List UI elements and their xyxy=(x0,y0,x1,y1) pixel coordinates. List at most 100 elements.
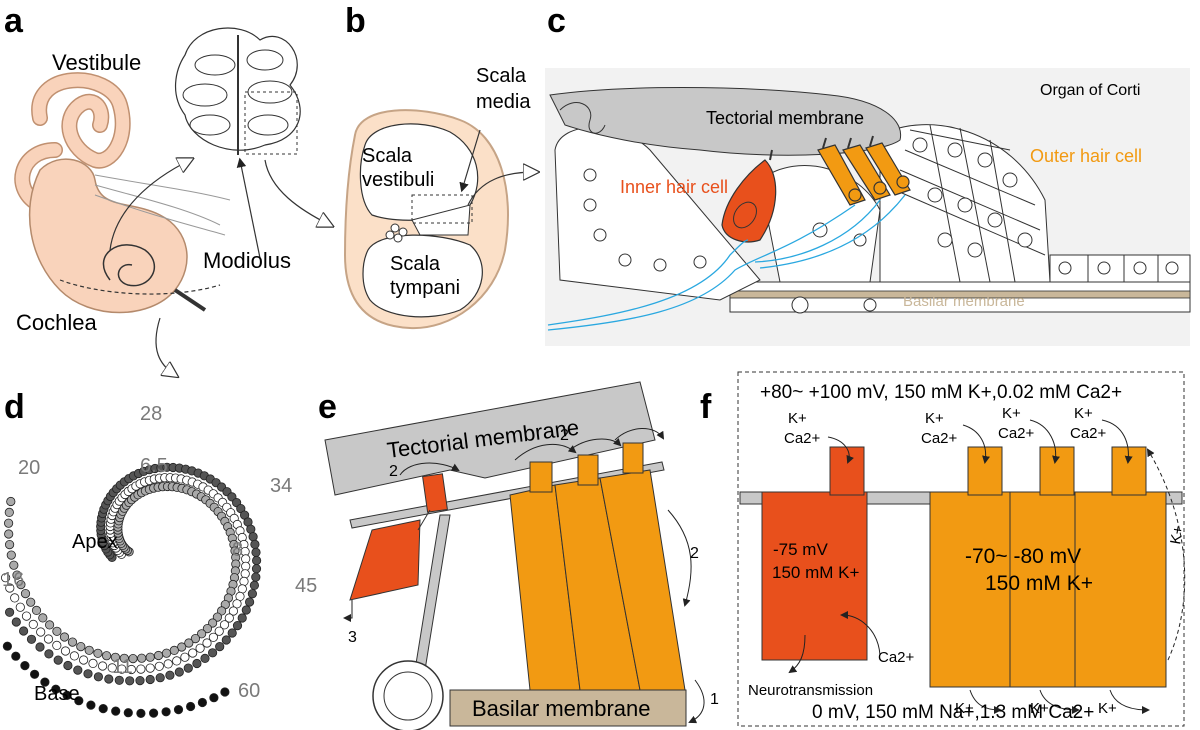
tectorial-membrane-c xyxy=(549,87,902,156)
ion-k-8: K+ xyxy=(1167,524,1187,546)
spiral-cell xyxy=(125,676,135,686)
cochlea-spiral xyxy=(102,244,156,287)
outer-hair-cell-label: Outer hair cell xyxy=(1030,146,1142,166)
spiral-cell xyxy=(208,648,218,658)
spiral-cell xyxy=(69,651,80,661)
spiral-cell xyxy=(67,637,78,647)
spiral-cell xyxy=(232,599,242,609)
spiral-cell xyxy=(35,642,45,652)
outer-hair-cells-e xyxy=(509,442,686,691)
spiral-cell xyxy=(192,658,202,669)
endolymph-label: +80~ +100 mV, 150 mM K+,0.02 mM Ca2+ xyxy=(760,382,1122,403)
movement-3: 3 xyxy=(348,629,357,646)
neurotransmission-label: Neurotransmission xyxy=(748,682,873,699)
panel-c: c xyxy=(545,2,1191,346)
panel-e: e Tec xyxy=(318,381,719,730)
spiral-cell xyxy=(200,653,210,664)
spiral-cell xyxy=(208,618,218,628)
movement-2-left: 2 xyxy=(389,463,398,480)
outer-hair-cells-f xyxy=(929,446,1167,688)
spiral-cell xyxy=(212,612,222,622)
spiral-cell xyxy=(173,704,184,715)
spiral-cell xyxy=(5,607,15,617)
tonotopic-spiral xyxy=(1,462,262,719)
spiral-cell xyxy=(12,570,22,580)
spiral-cell xyxy=(163,659,173,669)
panel-e-label: e xyxy=(318,388,337,426)
spiral-cell xyxy=(16,579,26,590)
spiral-cell xyxy=(237,613,247,623)
panel-f-label: f xyxy=(700,388,712,426)
freq-60: 60 xyxy=(238,680,260,702)
spiral-cell xyxy=(126,664,136,675)
spiral-cell xyxy=(28,619,38,630)
spiral-cell xyxy=(102,651,112,661)
spiral-cell xyxy=(52,640,62,651)
spiral-cell xyxy=(197,629,207,639)
spiral-cell xyxy=(245,597,255,607)
spiral-cell xyxy=(44,649,54,659)
freq-8: 8 xyxy=(232,539,243,561)
spiral-cell xyxy=(21,611,32,621)
spiral-cell xyxy=(4,507,14,518)
outer-hair-cells-c xyxy=(817,142,911,206)
spiral-cell xyxy=(165,670,175,680)
spiral-cell xyxy=(117,664,127,674)
ion-k-7: K+ xyxy=(1098,700,1117,717)
spiral-cell xyxy=(208,632,218,642)
perilymph-label: 0 mV, 150 mM Na+,1.3 mM Ca2+ xyxy=(812,702,1094,723)
arrow-up xyxy=(109,160,190,251)
spiral-cell xyxy=(79,655,89,665)
panel-b-label: b xyxy=(345,2,366,40)
spiral-cell xyxy=(217,606,227,616)
spiral-cell xyxy=(135,675,145,686)
spiral-cell xyxy=(83,669,93,679)
spiral-cell xyxy=(11,617,21,627)
spiral-cell xyxy=(5,539,15,550)
spiral-cell xyxy=(88,658,98,669)
movement-1: 1 xyxy=(710,691,719,708)
spiral-cell xyxy=(136,708,146,719)
spiral-cell xyxy=(53,655,63,665)
spiral-cell xyxy=(202,638,212,648)
spiral-cell xyxy=(251,547,261,558)
spiral-cell xyxy=(209,693,219,703)
spiral-cell xyxy=(240,569,250,579)
spiral-cell xyxy=(59,632,70,642)
spiral-cell xyxy=(155,673,165,683)
freq-6-5: 6.5 xyxy=(140,455,168,477)
ohc-potassium: 150 mM K+ xyxy=(985,572,1093,595)
spiral-cell xyxy=(11,651,21,661)
movement-2-right: 2 xyxy=(690,545,699,562)
cochlea-label: Cochlea xyxy=(16,310,97,335)
spiral-cell xyxy=(31,605,42,616)
spiral-cell xyxy=(123,708,133,718)
spiral-cell xyxy=(93,648,103,658)
spiral-cell xyxy=(4,518,14,528)
modiolus-label: Modiolus xyxy=(203,248,291,273)
panel-c-label: c xyxy=(547,2,566,40)
spiral-cell xyxy=(73,665,83,675)
cochlea-shape xyxy=(28,158,188,314)
ion-k-4: K+ xyxy=(1074,405,1093,422)
spiral-cell xyxy=(51,684,61,694)
ion-ca-2: Ca2+ xyxy=(921,430,958,447)
spiral-cell xyxy=(5,583,15,593)
ion-k-5: K+ xyxy=(955,700,974,717)
spiral-cell xyxy=(15,602,25,612)
scala-media-line2: media xyxy=(476,91,531,113)
spiral-cell xyxy=(227,628,237,638)
spiral-cell xyxy=(137,653,147,663)
spiral-cell xyxy=(20,588,31,599)
panel-a-label: a xyxy=(4,2,24,40)
spiral-cell xyxy=(251,572,261,582)
spiral-cell xyxy=(251,564,262,574)
ion-k-1: K+ xyxy=(788,410,807,427)
ion-ca-3: Ca2+ xyxy=(998,425,1035,442)
spiral-cell xyxy=(6,550,16,560)
panel-f: f +80~ +100 mV, 150 mM K+,0.02 m xyxy=(700,371,1187,727)
spiral-cell xyxy=(43,634,54,644)
